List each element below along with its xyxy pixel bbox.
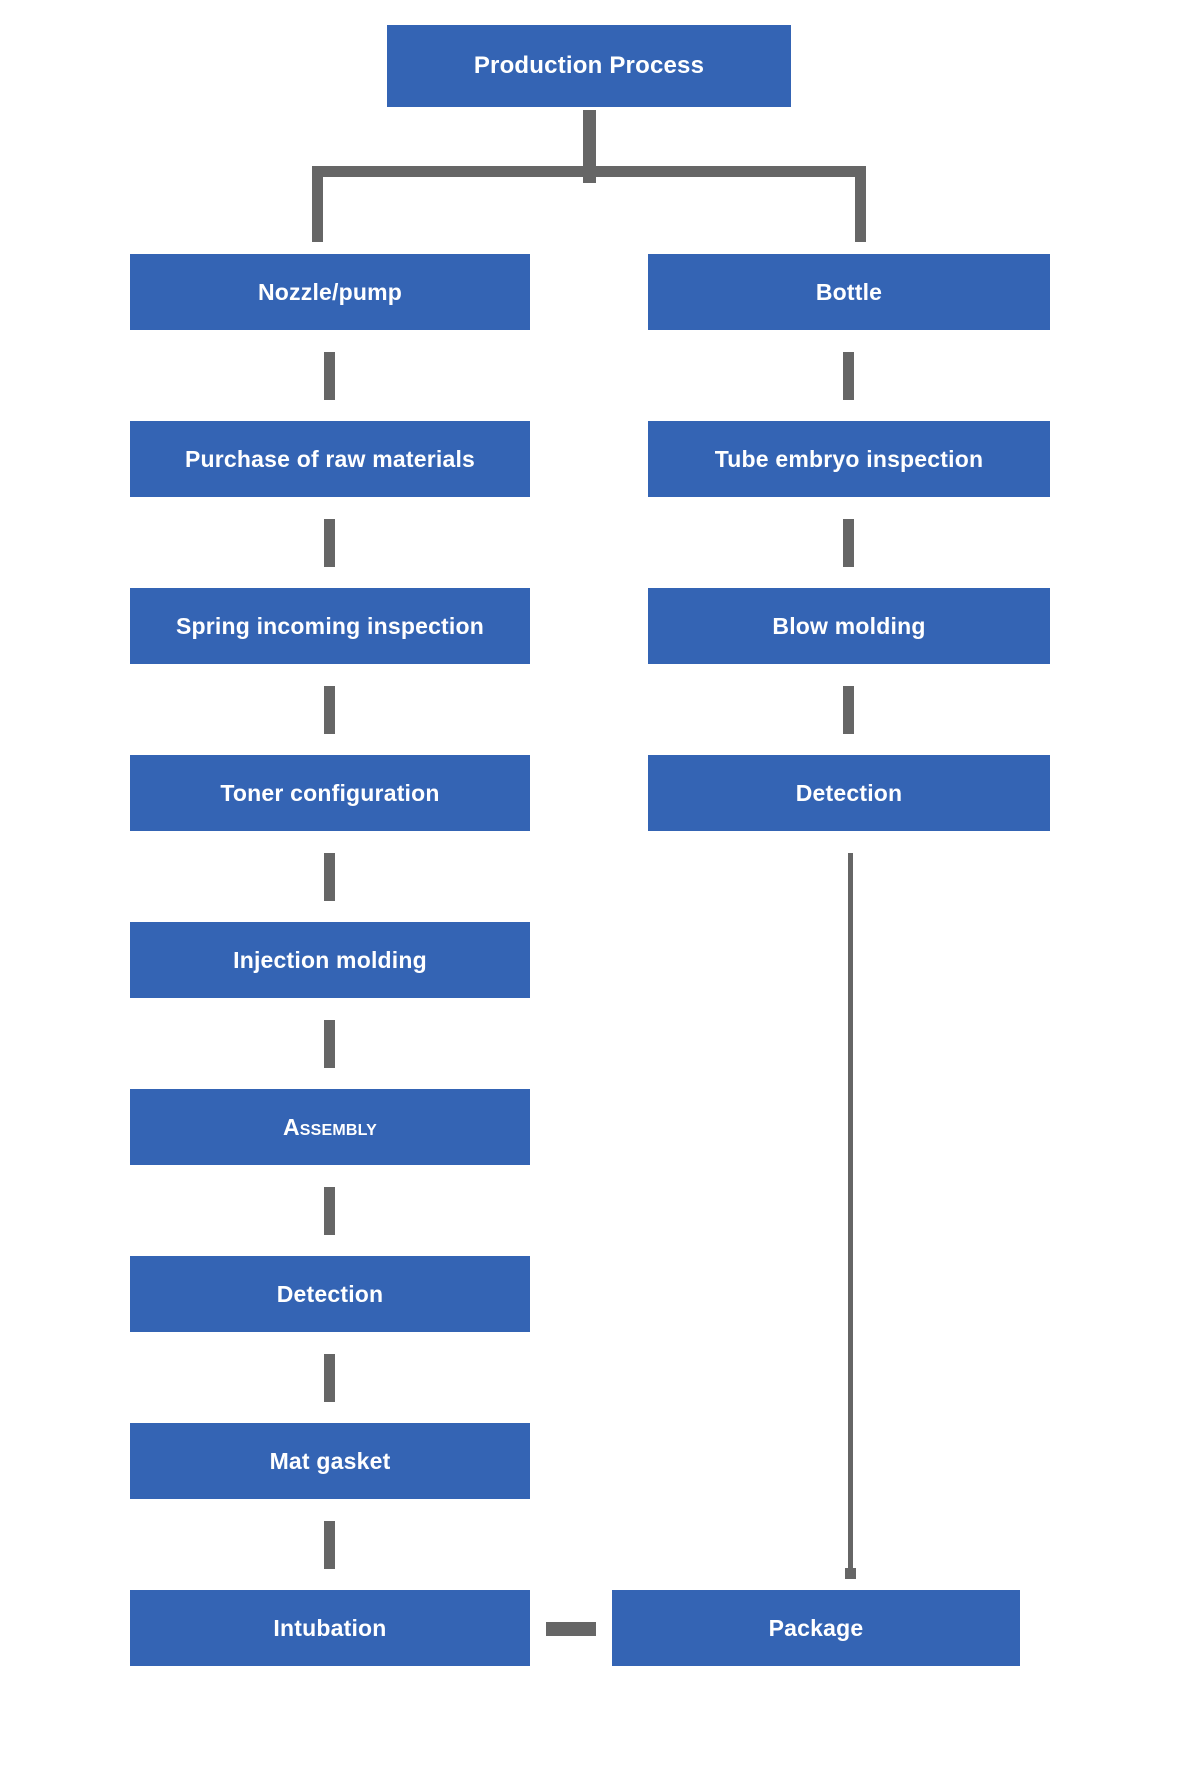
connector-left-3 bbox=[324, 686, 335, 734]
node-intubation[interactable]: Intubation bbox=[130, 1590, 530, 1666]
node-label: Blow molding bbox=[772, 612, 926, 639]
connector-detection-to-package bbox=[848, 853, 853, 1575]
node-label: Production Process bbox=[473, 52, 705, 80]
node-package[interactable]: Package bbox=[612, 1590, 1020, 1666]
connector-left-7 bbox=[324, 1354, 335, 1402]
node-label: Package bbox=[768, 1614, 864, 1641]
node-label: Nozzle/pump bbox=[257, 278, 403, 305]
node-label: Spring incoming inspection bbox=[175, 612, 485, 639]
connector-endpoint-cap bbox=[845, 1568, 856, 1579]
node-detection-right[interactable]: Detection bbox=[648, 755, 1050, 831]
connector-split-left-drop bbox=[312, 166, 323, 242]
node-label: Injection molding bbox=[233, 946, 427, 973]
connector-split-bar bbox=[312, 166, 866, 177]
node-label: Purchase of raw materials bbox=[184, 445, 476, 472]
node-assembly[interactable]: Assembly bbox=[130, 1089, 530, 1165]
node-toner-configuration[interactable]: Toner configuration bbox=[130, 755, 530, 831]
node-spring-incoming-inspection[interactable]: Spring incoming inspection bbox=[130, 588, 530, 664]
node-purchase-of-raw-materials[interactable]: Purchase of raw materials bbox=[130, 421, 530, 497]
node-blow-molding[interactable]: Blow molding bbox=[648, 588, 1050, 664]
node-label: Mat gasket bbox=[269, 1447, 391, 1474]
node-label: Bottle bbox=[815, 278, 883, 305]
connector-left-1 bbox=[324, 352, 335, 400]
connector-split-right-drop bbox=[855, 166, 866, 242]
connector-left-4 bbox=[324, 853, 335, 901]
connector-left-2 bbox=[324, 519, 335, 567]
node-detection-left[interactable]: Detection bbox=[130, 1256, 530, 1332]
node-mat-gasket[interactable]: Mat gasket bbox=[130, 1423, 530, 1499]
connector-right-3 bbox=[843, 686, 854, 734]
node-injection-molding[interactable]: Injection molding bbox=[130, 922, 530, 998]
node-nozzle-pump[interactable]: Nozzle/pump bbox=[130, 254, 530, 330]
node-label: Intubation bbox=[273, 1614, 387, 1641]
connector-left-5 bbox=[324, 1020, 335, 1068]
connector-right-1 bbox=[843, 352, 854, 400]
node-production-process[interactable]: Production Process bbox=[387, 25, 791, 107]
connector-left-8 bbox=[324, 1521, 335, 1569]
node-label: Detection bbox=[795, 779, 903, 806]
connector-intubation-to-package bbox=[546, 1622, 596, 1636]
node-bottle[interactable]: Bottle bbox=[648, 254, 1050, 330]
connector-root-down bbox=[583, 110, 596, 183]
node-label: Assembly bbox=[282, 1113, 378, 1140]
connector-left-6 bbox=[324, 1187, 335, 1235]
connector-right-2 bbox=[843, 519, 854, 567]
node-label: Toner configuration bbox=[220, 779, 440, 806]
node-tube-embryo-inspection[interactable]: Tube embryo inspection bbox=[648, 421, 1050, 497]
node-label: Detection bbox=[276, 1280, 384, 1307]
node-label: Tube embryo inspection bbox=[714, 445, 984, 472]
